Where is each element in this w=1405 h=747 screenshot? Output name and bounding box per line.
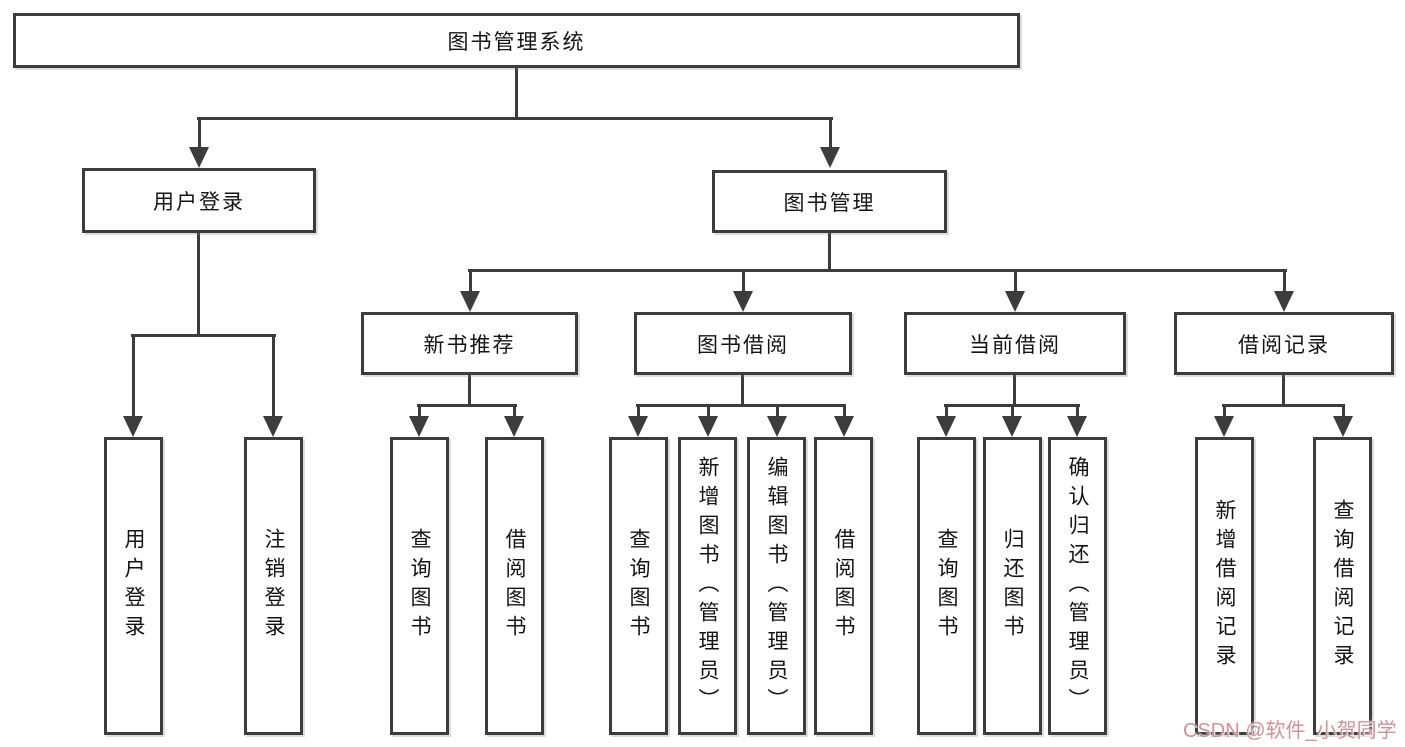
down-arrow [1214,407,1234,437]
csdn-watermark: CSDN @软件_小贺同学 [1183,720,1397,742]
connector-line [197,233,200,336]
leaf-label: 查询图书 [627,528,650,644]
node-label: 新书推荐 [423,333,516,357]
down-arrow [504,407,524,437]
node-book-borrow: 图书借阅 [634,312,852,375]
node-label: 借阅记录 [1238,333,1330,357]
leaf-add-book-admin: 新增图书（管理员） [678,437,737,735]
leaf-logout: 注销登录 [244,437,303,735]
leaf-label: 借阅图书 [503,528,526,644]
down-arrow [698,407,718,437]
leaf-query-books-recommend: 查询图书 [390,437,449,735]
node-current-borrow: 当前借阅 [904,312,1126,375]
leaf-confirm-return-admin: 确认归还（管理员） [1048,437,1107,735]
down-arrow [936,407,956,437]
leaf-label: 查询图书 [935,528,958,644]
down-arrow [409,407,429,437]
down-arrow [123,337,143,437]
leaf-label: 确认归还（管理员） [1066,455,1089,717]
down-arrow [1274,272,1294,312]
connector-line [468,269,1287,272]
leaf-label: 查询图书 [408,528,431,644]
connector-line [468,375,471,406]
node-label: 用户登录 [153,190,245,214]
node-label: 图书管理系统 [447,30,586,54]
down-arrow [263,337,283,437]
connector-line [741,375,744,406]
leaf-label: 用户登录 [122,528,145,644]
connector-line [417,404,517,407]
down-arrow [1002,407,1022,437]
down-arrow [834,407,854,437]
connector-line [197,117,833,120]
node-label: 图书管理 [783,191,876,215]
down-arrow [820,120,840,168]
connector-line [1222,404,1345,407]
down-arrow [767,407,787,437]
leaf-query-borrow-record: 查询借阅记录 [1313,437,1372,735]
leaf-label: 归还图书 [1001,528,1024,644]
down-arrow [1067,407,1087,437]
leaf-label: 编辑图书（管理员） [765,455,788,717]
connector-line [828,233,831,271]
down-arrow [733,272,753,312]
leaf-edit-book-admin: 编辑图书（管理员） [747,437,806,735]
down-arrow [628,407,648,437]
leaf-return-books: 归还图书 [983,437,1042,735]
down-arrow [189,120,209,168]
connector-line [1013,375,1016,406]
down-arrow [1333,407,1353,437]
leaf-query-books-current: 查询图书 [917,437,976,735]
leaf-label: 借阅图书 [832,528,855,644]
down-arrow [460,272,480,312]
connector-line [636,404,846,407]
node-borrow-records: 借阅记录 [1174,312,1394,375]
node-new-book-recommend: 新书推荐 [361,312,578,375]
leaf-borrow-books-recommend: 借阅图书 [485,437,544,735]
leaf-add-borrow-record: 新增借阅记录 [1195,437,1254,735]
leaf-label: 注销登录 [262,528,285,644]
leaf-label: 新增借阅记录 [1213,499,1236,673]
connector-line [944,404,1080,407]
node-library-management-system: 图书管理系统 [13,13,1020,68]
leaf-label: 新增图书（管理员） [696,455,719,717]
down-arrow [1005,272,1025,312]
node-label: 当前借阅 [969,333,1061,357]
leaf-user-login: 用户登录 [104,437,163,735]
connector-line [131,334,276,337]
node-label: 图书借阅 [697,333,789,357]
leaf-borrow-books: 借阅图书 [814,437,873,735]
node-user-login: 用户登录 [82,168,316,233]
node-book-management: 图书管理 [712,170,947,233]
leaf-label: 查询借阅记录 [1331,499,1354,673]
connector-line [515,68,518,118]
leaf-query-books-borrow: 查询图书 [609,437,668,735]
connector-line [1282,375,1285,406]
